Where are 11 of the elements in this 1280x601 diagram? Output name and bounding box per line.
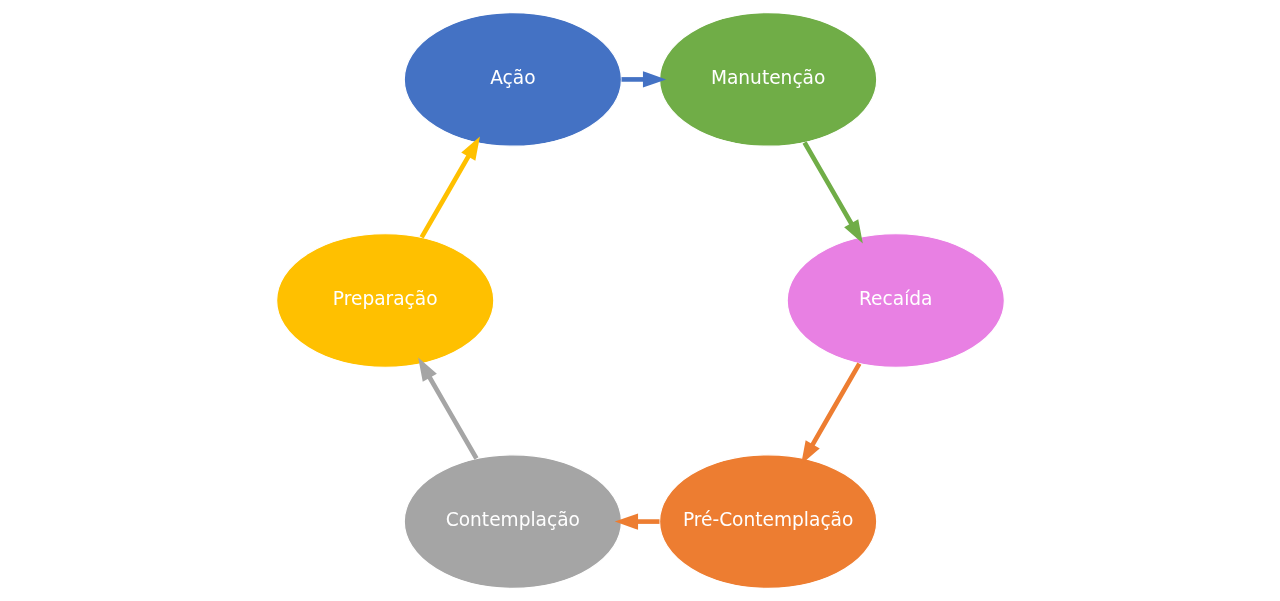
node-ellipse: Contemplação <box>403 454 622 589</box>
arrow <box>417 357 478 460</box>
arrow <box>419 136 480 239</box>
node-ellipse: Pré-Contemplação <box>658 454 877 589</box>
node-ellipse: Ação <box>403 12 622 147</box>
node-ellipse: Preparação <box>275 233 494 368</box>
node-ellipse: Recaída <box>786 233 1005 368</box>
arrow <box>621 71 666 88</box>
arrow <box>614 513 659 530</box>
arrow <box>802 141 863 244</box>
node-ellipse: Manutenção <box>658 12 877 147</box>
